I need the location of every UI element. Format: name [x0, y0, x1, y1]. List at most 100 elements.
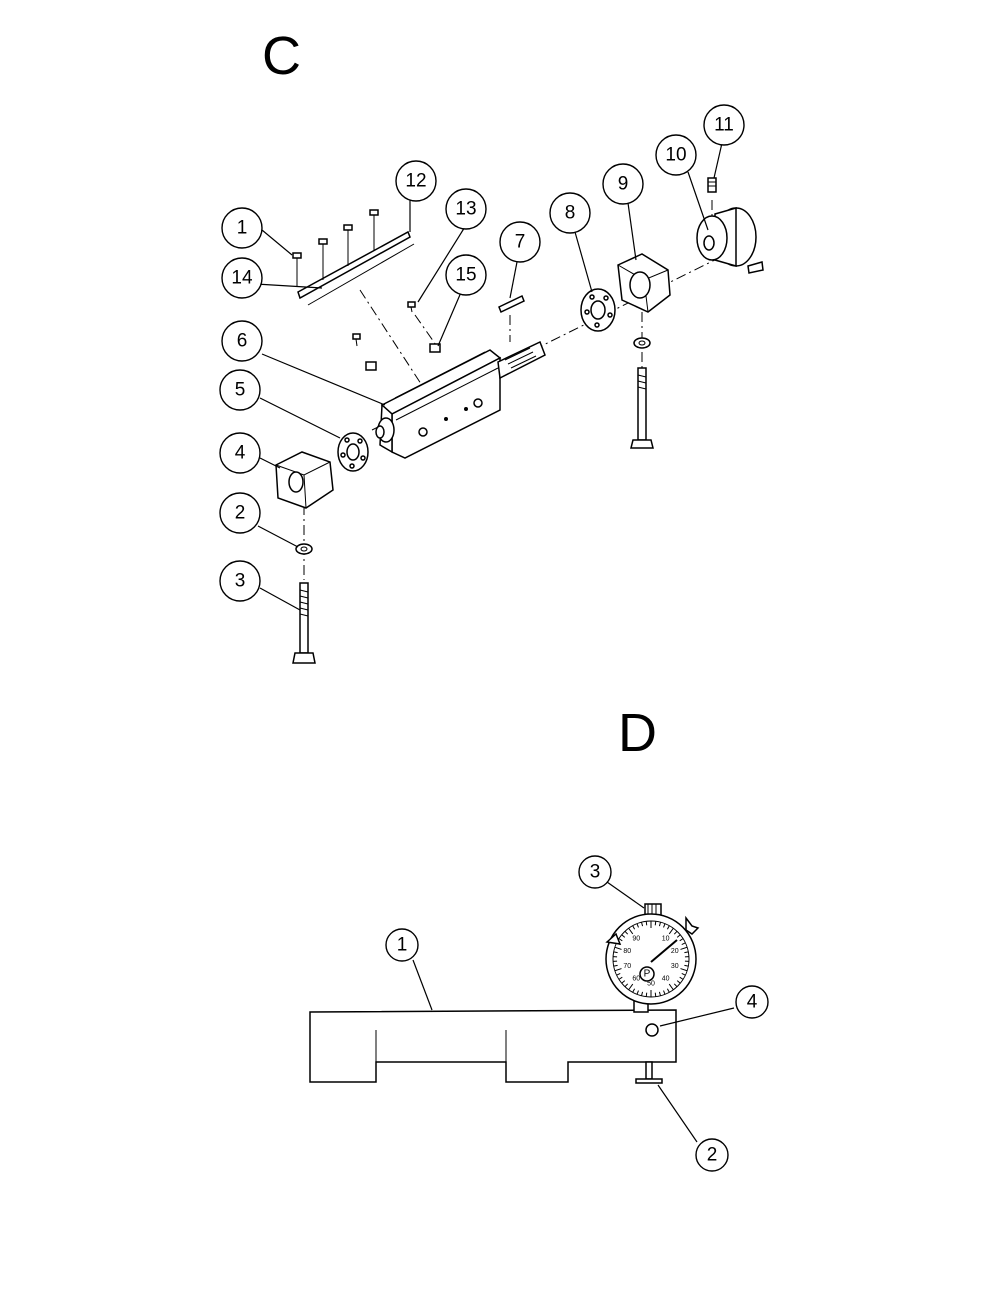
dial-tick [624, 930, 629, 935]
section-c-label: C [262, 26, 301, 86]
main-body [375, 340, 546, 459]
svg-text:2: 2 [707, 1145, 718, 1166]
dial-number: 10 [662, 935, 670, 942]
dial-tick [614, 968, 622, 972]
dial-tick [679, 938, 684, 942]
callout-c-8: 8 [549, 192, 591, 234]
screw-axis-13 [414, 314, 437, 346]
dial-tick [632, 925, 636, 930]
dial-number: 70 [623, 963, 631, 970]
callout-d-4: 4 [735, 985, 769, 1019]
svg-text:15: 15 [455, 265, 476, 286]
dial-tick [628, 983, 634, 991]
dial-tick [663, 990, 666, 995]
dial-tick [645, 992, 648, 997]
svg-text:2: 2 [235, 503, 246, 524]
dial-tick [632, 988, 636, 993]
dial-tick [621, 934, 626, 938]
dial-tick [636, 923, 639, 928]
dial-tick [676, 934, 681, 938]
dial-tick [681, 942, 686, 945]
callout-c-4: 4 [219, 432, 261, 474]
gauge-foot [635, 1061, 663, 1084]
dial-tick [641, 922, 644, 927]
set-screw-11 [707, 177, 717, 193]
dial-tick [680, 968, 688, 972]
callout-d-3: 3 [578, 855, 612, 889]
callout-c-10: 10 [655, 134, 697, 176]
dial-tick [679, 976, 684, 980]
exploded-view-c: 1 2 3 4 5 6 7 8 9 10 11 12 13 14 15 [219, 104, 764, 664]
dial-tick [618, 938, 623, 942]
svg-text:14: 14 [231, 268, 253, 289]
dial-tick [681, 973, 686, 976]
bearing-block-left [275, 451, 334, 509]
bearing-left [337, 432, 369, 472]
dial-tick [645, 921, 648, 926]
callout-c-6: 6 [221, 320, 263, 362]
callout-c-11: 11 [703, 104, 745, 146]
dial-tick [641, 991, 644, 996]
key [498, 294, 525, 314]
dial-number: 80 [623, 948, 631, 955]
bolt-left [292, 582, 316, 664]
callout-c-5: 5 [219, 369, 261, 411]
dial-tick [613, 964, 618, 967]
washer-right [633, 337, 651, 349]
svg-text:3: 3 [235, 571, 246, 592]
dial-tick [636, 990, 639, 995]
dial-tick [673, 983, 678, 988]
callout-d-2: 2 [695, 1138, 729, 1172]
dial-tick [614, 946, 622, 950]
svg-text:10: 10 [665, 145, 686, 166]
dial-number: 90 [632, 935, 640, 942]
dial-number: 40 [662, 976, 670, 983]
svg-text:1: 1 [237, 218, 248, 239]
dial-tick [621, 980, 626, 984]
bearing-right [580, 288, 616, 332]
dial-tick [673, 930, 678, 935]
dial-ticks [613, 921, 689, 997]
svg-text:4: 4 [747, 992, 758, 1013]
dial-number: 20 [671, 948, 679, 955]
dial-number: 60 [632, 976, 640, 983]
small-screw-13 [407, 301, 416, 313]
svg-text:1: 1 [397, 935, 408, 956]
dial-tolerance-marker [605, 932, 622, 945]
dial-tick [616, 973, 621, 976]
callout-c-1: 1 [221, 207, 263, 249]
bolt-right [630, 367, 654, 449]
svg-text:9: 9 [618, 174, 629, 195]
svg-text:6: 6 [237, 331, 248, 352]
svg-text:5: 5 [235, 380, 246, 401]
dial-tick [613, 951, 618, 954]
dial-face-outer [605, 913, 697, 1005]
svg-text:11: 11 [714, 115, 734, 136]
dial-tick [668, 927, 674, 935]
dial-tick [654, 921, 657, 926]
dial-tick [668, 983, 674, 991]
dial-tick [666, 925, 670, 930]
gauge-base [309, 1009, 677, 1083]
dial-tick [666, 988, 670, 993]
dial-tick [658, 922, 661, 927]
dial-tick [658, 991, 661, 996]
knob [696, 207, 764, 274]
dial-tick [628, 927, 634, 935]
callout-c-3: 3 [219, 560, 261, 602]
gauge-pin [645, 1023, 659, 1037]
svg-text:12: 12 [405, 171, 426, 192]
dial-tick [663, 923, 666, 928]
dial-center-label: P [644, 969, 651, 980]
callout-c-15: 15 [445, 254, 487, 296]
callout-d-1: 1 [385, 928, 419, 962]
dial-tick [684, 964, 689, 967]
plate-screws [292, 209, 379, 286]
callout-c-9: 9 [602, 163, 644, 205]
dial-tick [676, 980, 681, 984]
section-d-label: D [618, 703, 657, 763]
